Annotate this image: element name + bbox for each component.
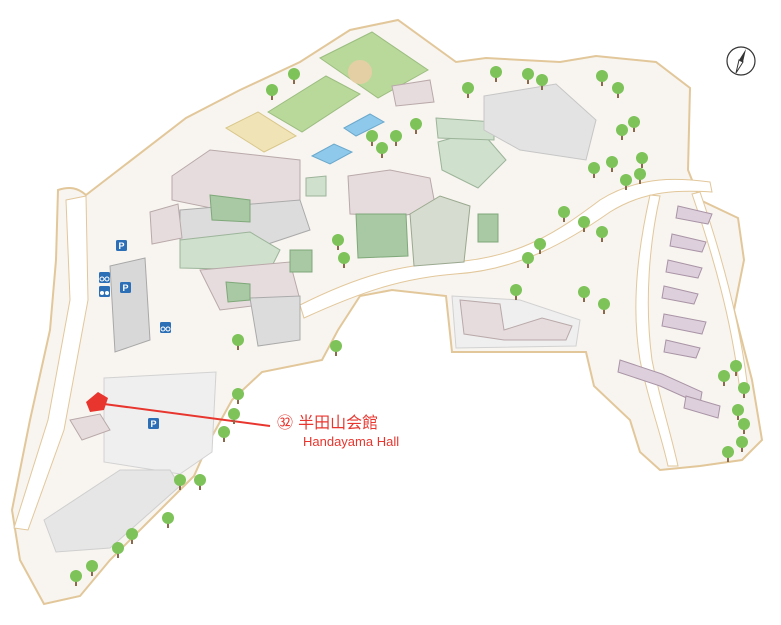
callout-leader-line (103, 403, 271, 427)
parking-icon: P (120, 282, 131, 293)
housing-blocks (617, 205, 721, 419)
soccer-field (267, 75, 361, 133)
svg-text:P: P (150, 419, 156, 429)
pool-2 (310, 143, 354, 165)
pool (343, 113, 386, 137)
grey-lot-northeast (483, 83, 597, 161)
svg-text:P: P (122, 283, 128, 293)
parking-icon: P (148, 418, 159, 429)
building-number: ㉜ (277, 413, 294, 432)
svg-text:P: P (118, 241, 124, 251)
lab-building-east (459, 299, 573, 341)
east-loop-road (635, 194, 679, 467)
motorcycle-icon (99, 286, 110, 297)
handayama-hall-label[interactable]: ㉜ 半田山会館 Handayama Hall (277, 413, 399, 451)
handayama-hall-building[interactable] (69, 392, 111, 441)
bicycle-icon (160, 322, 171, 333)
grey-lot-south (103, 371, 217, 475)
tennis-courts (224, 111, 298, 153)
central-buildings (109, 79, 507, 353)
bicycle-icon (99, 272, 110, 283)
building-name-ja: 半田山会館 (298, 413, 379, 432)
west-road (13, 195, 89, 531)
compass-icon (724, 44, 758, 78)
parking-icon: P (116, 240, 127, 251)
building-name-en: Handayama Hall (303, 434, 400, 449)
baseball-field (319, 31, 429, 99)
